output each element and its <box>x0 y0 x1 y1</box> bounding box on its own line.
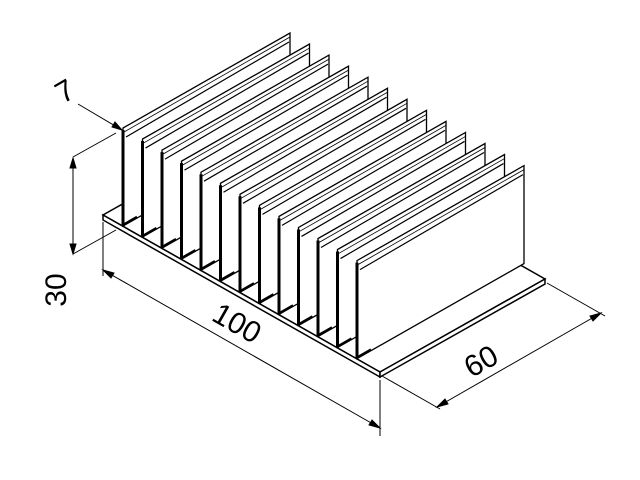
arrowhead-icon <box>435 398 449 408</box>
dim-label-height: 30 <box>40 273 73 306</box>
dim-height-ext-top <box>72 132 117 158</box>
dim-length-line <box>102 269 381 429</box>
arrowhead-icon <box>368 419 382 429</box>
dim-width-line <box>436 312 602 408</box>
dim-width-ext-front <box>381 375 441 410</box>
fin <box>355 164 525 360</box>
arrowhead-icon <box>111 121 124 131</box>
dim-height-ext-bottom <box>72 229 117 255</box>
arrowhead-icon <box>69 156 77 169</box>
arrowhead-icon <box>589 312 603 322</box>
dimension-lines <box>69 103 606 436</box>
arrowhead-icon <box>69 243 77 256</box>
dim-width-ext-back <box>546 282 606 317</box>
arrowhead-icon <box>101 269 115 279</box>
heatsink-fins <box>121 31 525 360</box>
dim-label-width: 60 <box>459 339 504 384</box>
dim-label-fin-thickness: 7 <box>50 73 81 110</box>
base-side-face <box>379 277 546 379</box>
